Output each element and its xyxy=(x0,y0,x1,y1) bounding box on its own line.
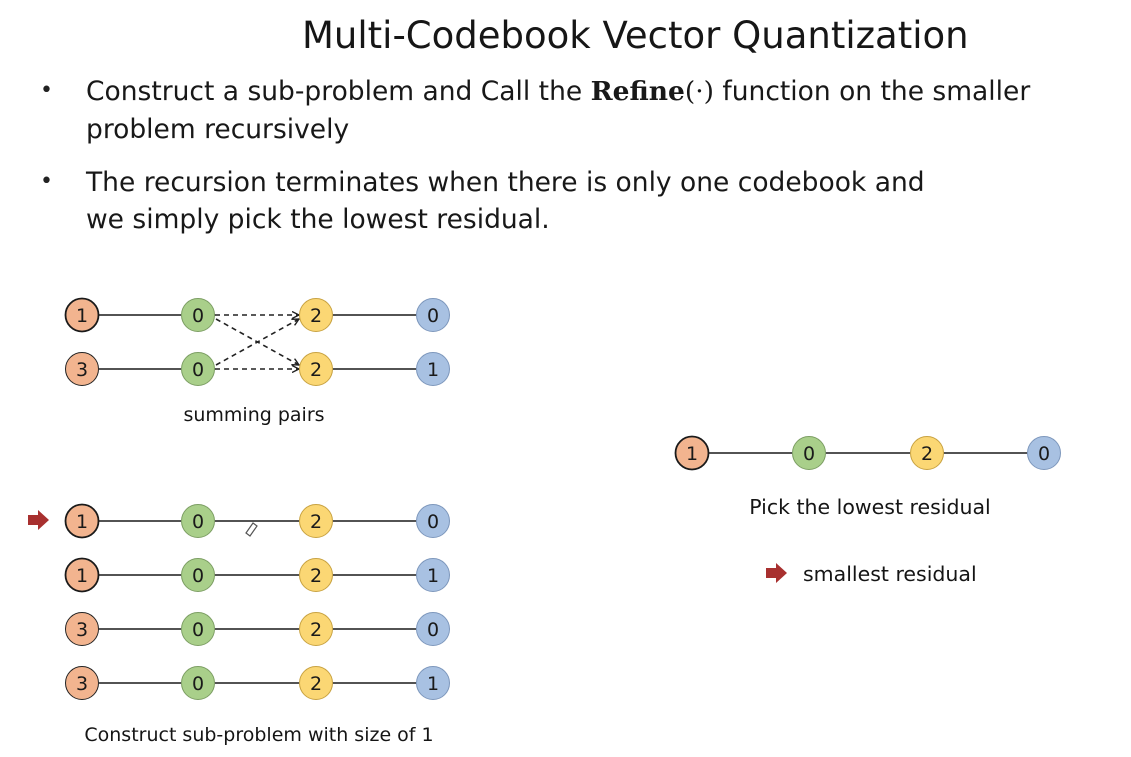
legend-arrow-icon xyxy=(766,563,787,583)
codebook-node-label: 1 xyxy=(427,359,439,381)
codebook-node-0 xyxy=(64,557,100,593)
codebook-node-1 xyxy=(181,558,215,592)
picked-row: 1 0 2 0 xyxy=(674,435,1061,471)
codebook-node-3 xyxy=(416,558,450,592)
bullet-1-line-1: Construct a sub-problem and Call the Ref… xyxy=(86,73,1030,111)
codebook-node-label: 2 xyxy=(310,673,322,695)
refine-function-arg: (·) xyxy=(684,76,714,107)
codebook-node-0 xyxy=(674,435,710,471)
codebook-node-2 xyxy=(299,666,333,700)
bullet-2-line-1: The recursion terminates when there is o… xyxy=(86,167,925,198)
codebook-node-label: 0 xyxy=(192,305,204,327)
codebook-node-label: 2 xyxy=(310,305,322,327)
codebook-node-label: 1 xyxy=(76,565,88,587)
bullet-1-text-post: function on the smaller xyxy=(713,76,1031,107)
bullet-1-line-2: problem recursively xyxy=(86,114,350,145)
codebook-node-1 xyxy=(181,298,215,332)
codebook-node-label: 0 xyxy=(192,565,204,587)
codebook-node-0 xyxy=(65,666,99,700)
dashed-line-diagonal-up xyxy=(215,319,299,366)
codebook-node-2 xyxy=(299,612,333,646)
codebook-node-label: 1 xyxy=(76,305,88,327)
codebook-node-label: 2 xyxy=(921,443,933,465)
slide-title: Multi-Codebook Vector Quantization xyxy=(302,14,969,57)
codebook-node-2 xyxy=(299,352,333,386)
cursor-pen-icon xyxy=(245,522,258,537)
codebook-node-label: 0 xyxy=(427,511,439,533)
codebook-node-0 xyxy=(64,297,100,333)
node-chains: 1 0 2 0 3 0 2 1 1 0 2 0 1 0 2 1 3 0 2 0 3 0 2 1 1 0 2 0 xyxy=(64,297,1061,700)
subproblem-row: 3 0 2 0 xyxy=(65,612,450,646)
codebook-node-label: 0 xyxy=(192,619,204,641)
summing-pairs-caption: summing pairs xyxy=(183,404,324,426)
codebook-node-label: 2 xyxy=(310,511,322,533)
codebook-node-3 xyxy=(1027,436,1061,470)
codebook-node-1 xyxy=(181,352,215,386)
bullet-dot-2: • xyxy=(40,169,53,194)
codebook-node-3 xyxy=(416,298,450,332)
codebook-node-label: 2 xyxy=(310,359,322,381)
refine-function-name: Refine xyxy=(590,76,685,107)
codebook-node-label: 2 xyxy=(310,565,322,587)
codebook-node-3 xyxy=(416,504,450,538)
selected-row-arrow-icon xyxy=(28,510,49,530)
smallest-residual-legend: smallest residual xyxy=(803,562,977,586)
codebook-node-label: 1 xyxy=(427,565,439,587)
bullet-2-line-2: we simply pick the lowest residual. xyxy=(86,204,550,235)
subproblem-caption: Construct sub-problem with size of 1 xyxy=(84,724,433,746)
codebook-node-label: 3 xyxy=(76,359,88,381)
subproblem-row: 1 0 2 1 xyxy=(64,557,450,593)
codebook-node-label: 0 xyxy=(192,359,204,381)
codebook-node-3 xyxy=(416,612,450,646)
codebook-node-1 xyxy=(792,436,826,470)
codebook-node-label: 0 xyxy=(427,305,439,327)
codebook-node-label: 3 xyxy=(76,673,88,695)
codebook-node-label: 0 xyxy=(1038,443,1050,465)
codebook-node-label: 3 xyxy=(76,619,88,641)
codebook-node-2 xyxy=(299,558,333,592)
codebook-node-3 xyxy=(416,666,450,700)
codebook-node-2 xyxy=(910,436,944,470)
codebook-node-label: 1 xyxy=(686,443,698,465)
summing-row: 3 0 2 1 xyxy=(65,352,450,386)
codebook-node-label: 1 xyxy=(427,673,439,695)
codebook-node-label: 0 xyxy=(192,511,204,533)
bullet-dot-1: • xyxy=(40,78,53,103)
codebook-node-1 xyxy=(181,504,215,538)
codebook-node-0 xyxy=(65,612,99,646)
codebook-node-label: 0 xyxy=(427,619,439,641)
subproblem-row: 3 0 2 1 xyxy=(65,666,450,700)
bullet-1-text-pre: Construct a sub-problem and Call the xyxy=(86,76,591,107)
codebook-node-0 xyxy=(65,352,99,386)
subproblem-row: 1 0 2 0 xyxy=(64,503,450,539)
codebook-node-1 xyxy=(181,666,215,700)
summing-cross-lines xyxy=(215,315,299,369)
codebook-node-2 xyxy=(299,504,333,538)
codebook-node-3 xyxy=(416,352,450,386)
codebook-node-2 xyxy=(299,298,333,332)
codebook-node-label: 1 xyxy=(76,511,88,533)
pick-lowest-caption: Pick the lowest residual xyxy=(749,495,991,519)
summing-row: 1 0 2 0 xyxy=(64,297,450,333)
codebook-node-0 xyxy=(64,503,100,539)
codebook-node-label: 0 xyxy=(803,443,815,465)
codebook-node-label: 0 xyxy=(192,673,204,695)
codebook-node-1 xyxy=(181,612,215,646)
codebook-node-label: 2 xyxy=(310,619,322,641)
